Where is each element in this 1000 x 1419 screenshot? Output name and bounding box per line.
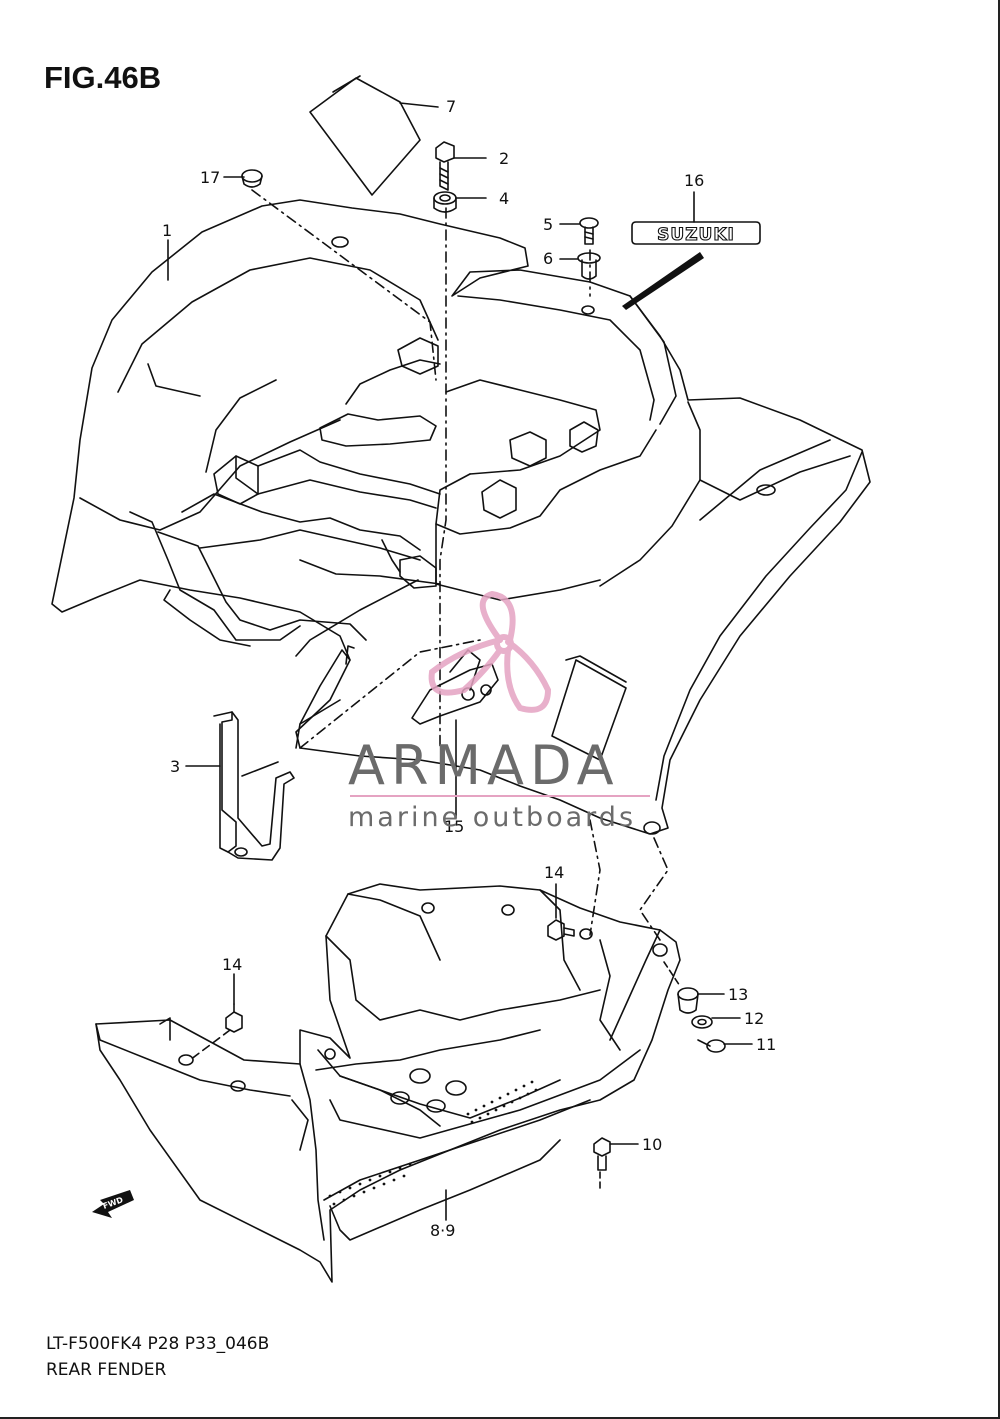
callout-13: 13 — [728, 985, 748, 1004]
part-2-bolt — [435, 141, 455, 191]
part-1-rear-fender — [51, 199, 871, 835]
part-14-bolt-left — [225, 1003, 243, 1033]
part-11-screw — [697, 1039, 726, 1053]
part-6-collar — [577, 252, 601, 280]
part-5-screw — [579, 217, 599, 245]
part-14-bolt-right — [547, 919, 575, 941]
watermark-propeller-icon — [428, 590, 552, 713]
part-16-emblem-plate — [631, 221, 761, 245]
watermark-brand: ARMADA — [348, 734, 620, 797]
callout-4: 4 — [499, 189, 509, 208]
callout-5: 5 — [543, 215, 553, 234]
callout-1: 1 — [162, 221, 172, 240]
part-17-cap — [241, 169, 263, 188]
figure-name: REAR FENDER — [46, 1360, 167, 1380]
callout-10: 10 — [642, 1135, 662, 1154]
part-13-collar — [677, 987, 699, 1014]
callout-11: 11 — [756, 1035, 776, 1054]
part-10-bolt — [593, 1137, 611, 1171]
fwd-arrow-icon: FWD — [92, 1190, 134, 1218]
part-12-washer — [691, 1015, 713, 1029]
part-3-bracket — [213, 711, 295, 861]
callout-16: 16 — [684, 171, 704, 190]
figure-code: LT-F500FK4 P28 P33_046B — [46, 1334, 270, 1354]
part-8-9-mud-guard — [95, 883, 681, 1283]
callout-12: 12 — [744, 1009, 764, 1028]
callout-8-9: 8·9 — [430, 1221, 455, 1240]
mud-guard-grille — [328, 1080, 538, 1206]
watermark-tagline: marine outboards — [348, 802, 636, 833]
callout-2: 2 — [499, 149, 509, 168]
label-plate — [551, 659, 627, 761]
part-16-pointer — [622, 252, 704, 310]
part-7-flap — [309, 77, 421, 196]
callout-7: 7 — [446, 97, 456, 116]
part-15-emblem — [411, 649, 499, 725]
callout-14-right: 14 — [544, 863, 564, 882]
callout-15: 15 — [444, 817, 464, 836]
callout-3: 3 — [170, 757, 180, 776]
callout-17: 17 — [200, 168, 220, 187]
callout-6: 6 — [543, 249, 553, 268]
callout-14-left: 14 — [222, 955, 242, 974]
part-4-grommet — [433, 191, 457, 213]
part-16-emblem-text: SUZUKI — [657, 225, 735, 245]
figure-title: FIG.46B — [44, 60, 162, 95]
watermark: ARMADA marine outboards — [348, 590, 650, 833]
